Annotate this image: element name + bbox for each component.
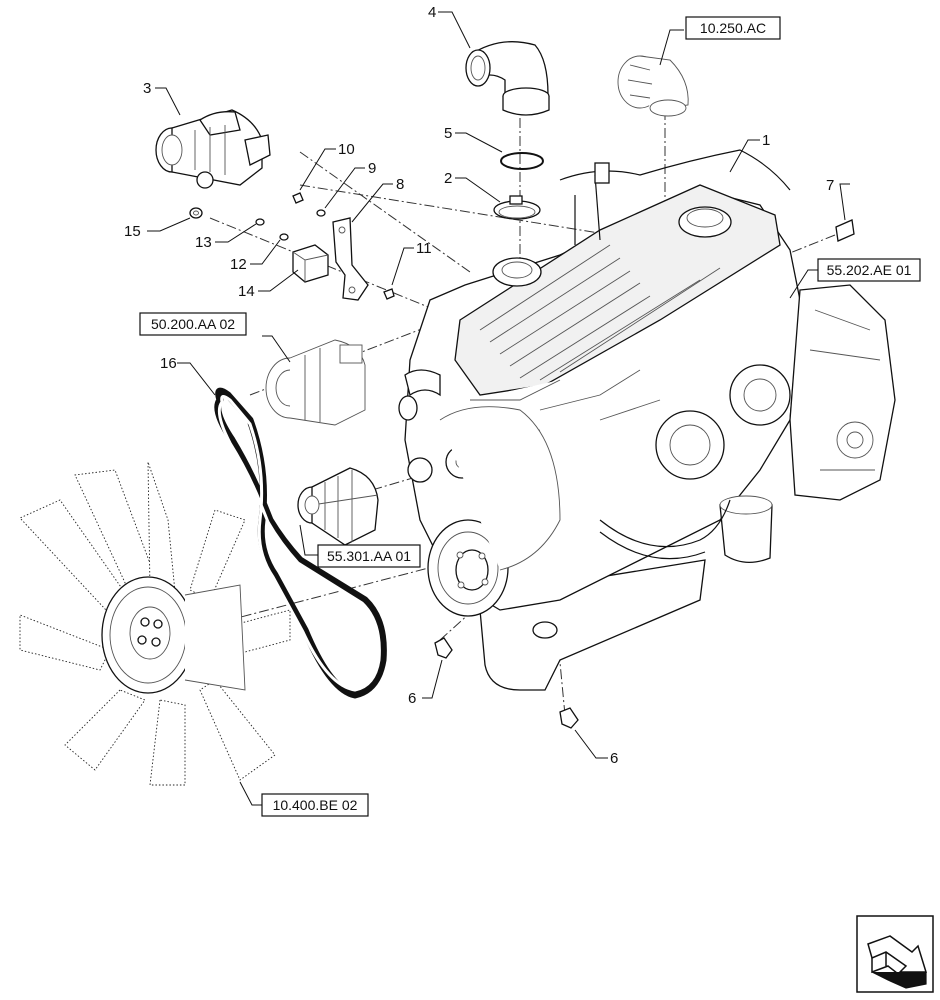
engine-assembly bbox=[398, 149, 896, 691]
sensor-7 bbox=[835, 219, 855, 242]
o-ring bbox=[500, 152, 544, 170]
direction-arrow-icon bbox=[856, 915, 934, 993]
callout-11: 11 bbox=[416, 240, 432, 257]
reference-10-400-be-02: 10.400.BE 02 bbox=[261, 793, 369, 817]
reference-label: 55.301.AA 01 bbox=[327, 548, 411, 564]
leader-lines bbox=[147, 11, 850, 806]
callout-5: 5 bbox=[444, 125, 452, 142]
hose-clamp bbox=[493, 195, 541, 220]
reference-55-301-aa-01: 55.301.AA 01 bbox=[317, 544, 421, 568]
drive-belt bbox=[214, 387, 387, 699]
nut-15 bbox=[189, 207, 203, 219]
washer-9 bbox=[316, 209, 326, 217]
callout-4: 4 bbox=[428, 4, 436, 21]
callout-14: 14 bbox=[238, 283, 255, 300]
reference-label: 10.400.BE 02 bbox=[273, 797, 358, 813]
washer-13 bbox=[255, 218, 265, 226]
reference-55-202-ae-01: 55.202.AE 01 bbox=[817, 258, 921, 282]
reference-10-250-ac: 10.250.AC bbox=[685, 16, 781, 40]
reference-label: 50.200.AA 02 bbox=[151, 316, 235, 332]
alternator-reference-part bbox=[297, 467, 379, 546]
reference-label: 10.250.AC bbox=[700, 20, 766, 36]
drain-plug-6-right bbox=[559, 707, 579, 729]
intake-elbow bbox=[465, 41, 550, 116]
callout-16: 16 bbox=[160, 355, 177, 372]
callout-13: 13 bbox=[195, 234, 212, 251]
callout-10: 10 bbox=[338, 141, 355, 158]
turbo-inlet-reference-part bbox=[617, 55, 689, 117]
callout-7: 7 bbox=[826, 177, 834, 194]
mounting-bracket bbox=[332, 217, 369, 301]
callout-1: 1 bbox=[762, 132, 770, 149]
callout-2: 2 bbox=[444, 170, 452, 187]
cooling-fan-reference-part bbox=[19, 461, 291, 786]
starter-motor bbox=[155, 109, 271, 189]
washer-12 bbox=[279, 233, 289, 241]
solenoid-relay bbox=[292, 244, 329, 283]
callout-6-left: 6 bbox=[408, 690, 416, 707]
callout-15: 15 bbox=[124, 223, 141, 240]
drain-plug-6-left bbox=[434, 637, 453, 659]
callout-9: 9 bbox=[368, 160, 376, 177]
callout-labels: 4 5 2 3 1 7 10 9 8 11 15 13 12 14 16 6 6 bbox=[124, 4, 834, 767]
callout-12: 12 bbox=[230, 256, 247, 273]
ac-compressor-reference-part bbox=[265, 339, 366, 426]
callout-3: 3 bbox=[143, 80, 151, 97]
reference-label: 55.202.AE 01 bbox=[827, 262, 912, 278]
callout-6-right: 6 bbox=[610, 750, 618, 767]
reference-50-200-aa-02: 50.200.AA 02 bbox=[139, 312, 247, 336]
callout-8: 8 bbox=[396, 176, 404, 193]
bolt-10 bbox=[292, 192, 304, 204]
bolt-11 bbox=[383, 288, 395, 300]
